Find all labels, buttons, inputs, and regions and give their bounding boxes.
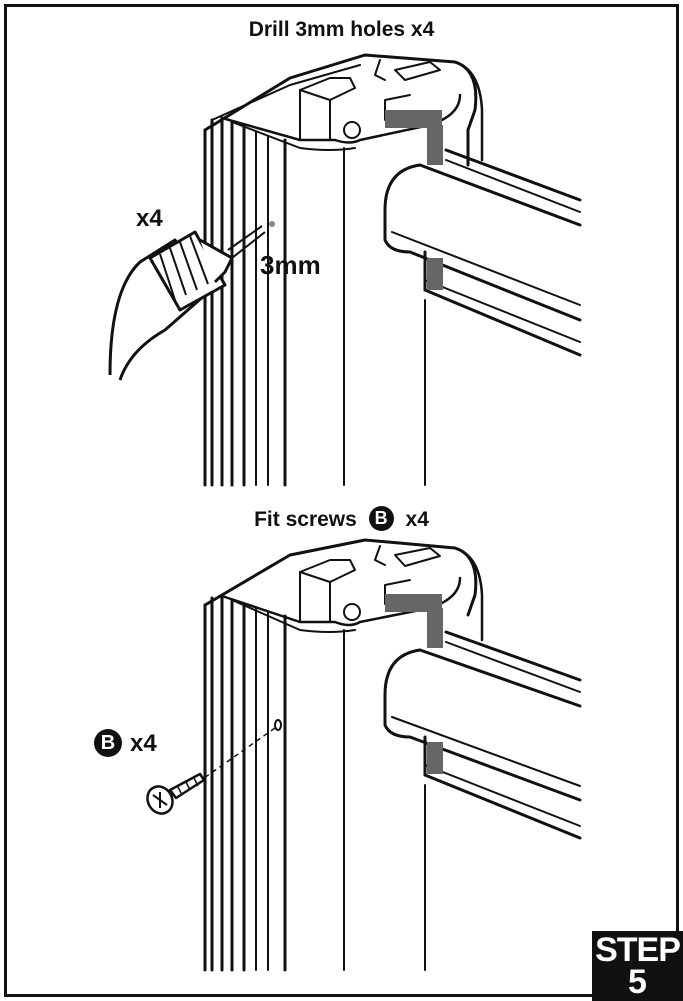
step-number: 5 — [628, 963, 647, 1001]
drill-quantity-label: x4 — [136, 205, 163, 232]
fit-screws-quantity: x4 — [405, 508, 429, 532]
step-title-fit-screws: Fit screws B x4 — [0, 506, 683, 533]
part-b-badge: B — [368, 506, 394, 531]
drill-icon — [108, 225, 266, 381]
step-badge: STEP 5 — [592, 931, 683, 1001]
instruction-panel-border — [4, 4, 679, 997]
part-b-badge: B — [94, 728, 122, 757]
drill-size-label: 3mm — [260, 250, 321, 280]
screw-quantity-text: x4 — [130, 730, 157, 757]
fit-screws-text: Fit screws — [254, 508, 357, 532]
step-word: STEP — [595, 931, 681, 969]
step-title-drill: Drill 3mm holes x4 — [248, 18, 435, 41]
screw-icon — [146, 772, 206, 815]
